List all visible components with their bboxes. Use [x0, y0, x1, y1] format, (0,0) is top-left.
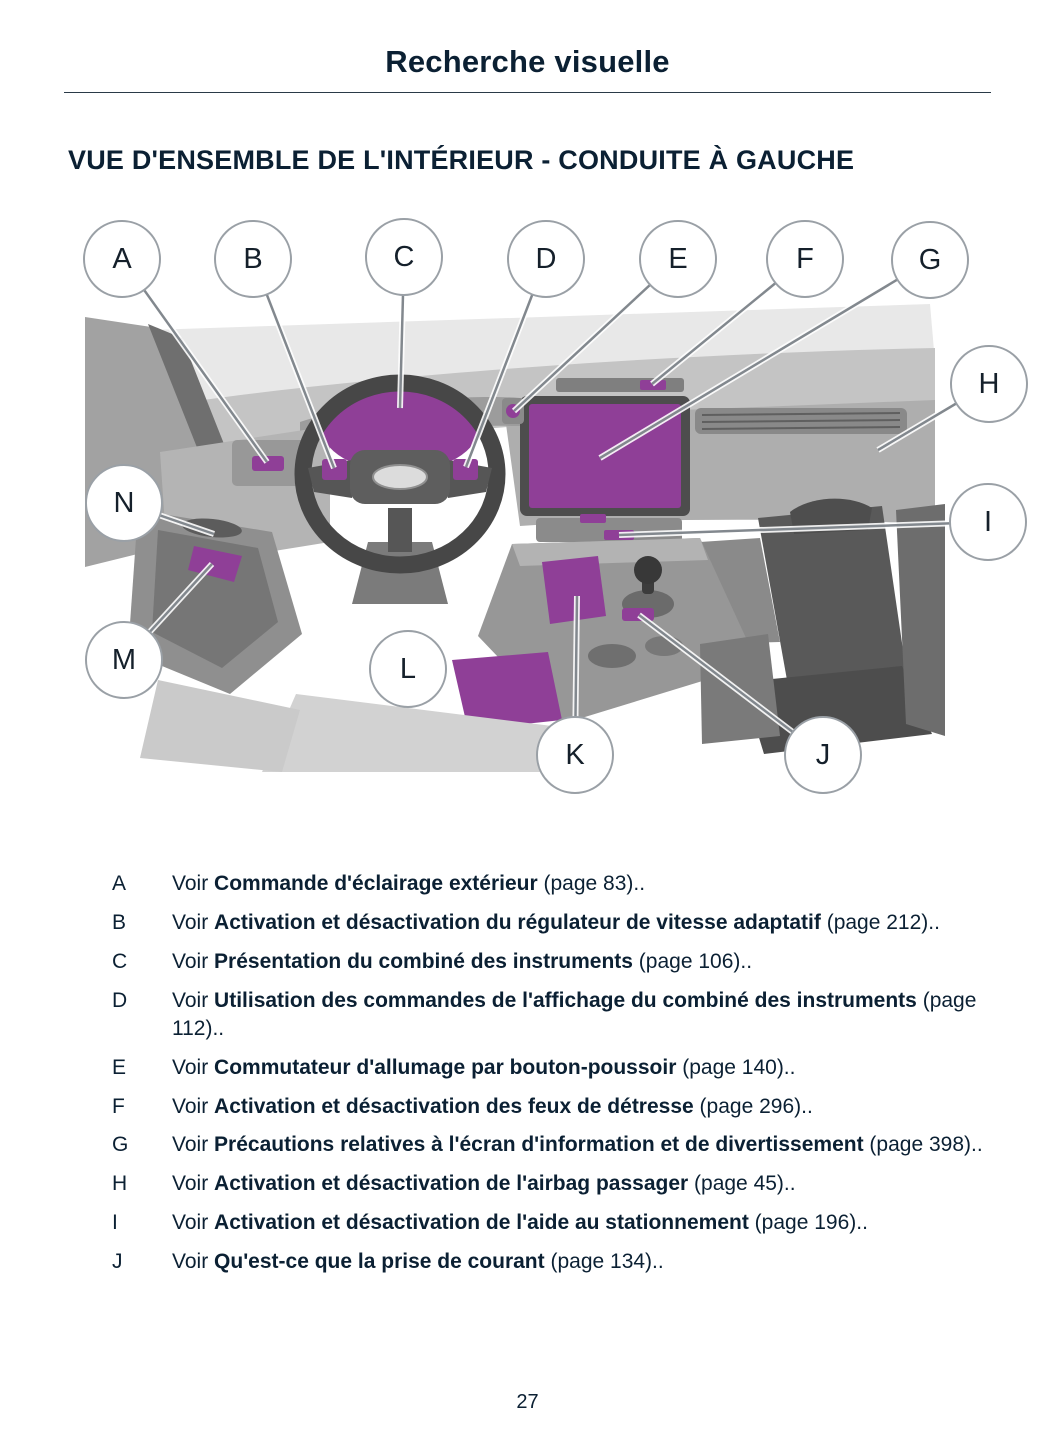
- legend-letter: F: [112, 1094, 125, 1118]
- legend-list: A Voir Commande d'éclairage extérieur (p…: [112, 870, 994, 1276]
- legend-item: Voir Activation et désactivation de l'ai…: [172, 1211, 868, 1235]
- legend-letter: H: [112, 1172, 128, 1196]
- header-divider: [64, 92, 991, 93]
- legend-letter: A: [112, 872, 127, 895]
- highlight-display-controls: [453, 459, 478, 480]
- svg-text:M: M: [112, 644, 136, 676]
- legend-item: Voir Utilisation des commandes de l'affi…: [172, 988, 977, 1040]
- svg-text:E: E: [668, 243, 687, 275]
- svg-text:N: N: [114, 487, 135, 519]
- legend-letter: I: [112, 1211, 118, 1235]
- highlight-lower-button: [580, 514, 606, 523]
- highlight-instrument-cluster: [320, 378, 480, 472]
- svg-text:B: B: [243, 243, 262, 275]
- legend-link[interactable]: Activation et désactivation des feux de …: [214, 1094, 694, 1118]
- legend-item: Voir Commande d'éclairage extérieur (pag…: [172, 872, 646, 895]
- door-handle: [182, 518, 242, 538]
- callout-h: H: [950, 345, 1028, 423]
- callout-d: D: [507, 220, 585, 298]
- interior-overview-diagram: A B C D E: [0, 212, 1055, 812]
- svg-text:J: J: [816, 739, 831, 771]
- legend-link[interactable]: Présentation du combiné des instruments: [214, 949, 633, 973]
- legend-link[interactable]: Activation et désactivation de l'aide au…: [214, 1211, 749, 1235]
- legend-link[interactable]: Précautions relatives à l'écran d'inform…: [214, 1133, 864, 1157]
- legend-letter: B: [112, 910, 127, 934]
- cupholder: [588, 644, 636, 668]
- svg-text:I: I: [984, 506, 992, 538]
- legend-letter: J: [112, 1250, 123, 1274]
- callout-j: J: [784, 716, 862, 794]
- svg-text:H: H: [979, 368, 1000, 400]
- svg-text:A: A: [112, 243, 132, 275]
- svg-text:D: D: [536, 243, 557, 275]
- svg-text:L: L: [400, 653, 416, 685]
- page-title: Recherche visuelle: [385, 44, 670, 79]
- brand-badge: [372, 464, 428, 490]
- gear-shifter: [634, 556, 662, 584]
- callout-l: L: [369, 630, 447, 708]
- legend-link[interactable]: Commande d'éclairage extérieur: [214, 872, 538, 895]
- callout-i: I: [949, 483, 1027, 561]
- callout-b: B: [214, 220, 292, 298]
- legend-item: Voir Précautions relatives à l'écran d'i…: [172, 1133, 983, 1157]
- callout-c: C: [365, 218, 443, 296]
- page-footer: 27: [0, 1391, 1055, 1414]
- legend-item: Voir Commutateur d'allumage par bouton-p…: [172, 1055, 796, 1079]
- legend-letter: G: [112, 1133, 129, 1157]
- section-title: VUE D'ENSEMBLE DE L'INTÉRIEUR - CONDUITE…: [68, 145, 855, 175]
- callout-k: K: [536, 716, 614, 794]
- callout-g: G: [891, 221, 969, 299]
- svg-text:K: K: [565, 739, 585, 771]
- callout-m: M: [85, 621, 163, 699]
- dashboard-illustration: [85, 304, 945, 772]
- legend-item: Voir Activation et désactivation de l'ai…: [172, 1172, 796, 1196]
- legend-letter: D: [112, 988, 128, 1012]
- legend-item: Voir Activation et désactivation du régu…: [172, 910, 940, 934]
- a-pillar-edge: [148, 324, 224, 450]
- legend-letter: E: [112, 1055, 127, 1079]
- legend-item: Voir Présentation du combiné des instrum…: [172, 949, 753, 973]
- right-door: [896, 504, 945, 736]
- legend-item: Voir Qu'est-ce que la prise de courant (…: [172, 1250, 664, 1274]
- callouts: A B C D E: [83, 218, 1028, 794]
- highlight-console-front: [452, 652, 562, 730]
- interior-overview-figure: A B C D E: [83, 218, 1028, 794]
- highlight-acc-controls: [322, 459, 347, 480]
- legend-link[interactable]: Qu'est-ce que la prise de courant: [214, 1250, 545, 1274]
- legend-item: Voir Activation et désactivation des feu…: [172, 1094, 813, 1118]
- highlight-console-storage: [542, 556, 606, 624]
- svg-text:F: F: [796, 243, 814, 275]
- legend-letter: C: [112, 949, 128, 973]
- svg-text:C: C: [394, 241, 415, 273]
- callout-a: A: [83, 220, 161, 298]
- legend-link[interactable]: Commutateur d'allumage par bouton-pousso…: [214, 1055, 677, 1079]
- legend-link[interactable]: Utilisation des commandes de l'affichage…: [214, 988, 917, 1012]
- legend-link[interactable]: Activation et désactivation de l'airbag …: [214, 1172, 689, 1196]
- passenger-seat-back: [758, 506, 908, 708]
- page-number: 27: [516, 1391, 539, 1413]
- callout-e: E: [639, 220, 717, 298]
- legend-link[interactable]: Activation et désactivation du régulateu…: [214, 910, 821, 934]
- callout-f: F: [766, 220, 844, 298]
- highlight-exterior-lighting-control: [252, 456, 284, 471]
- floor: [262, 694, 600, 772]
- callout-n: N: [85, 464, 163, 542]
- svg-text:G: G: [919, 244, 942, 276]
